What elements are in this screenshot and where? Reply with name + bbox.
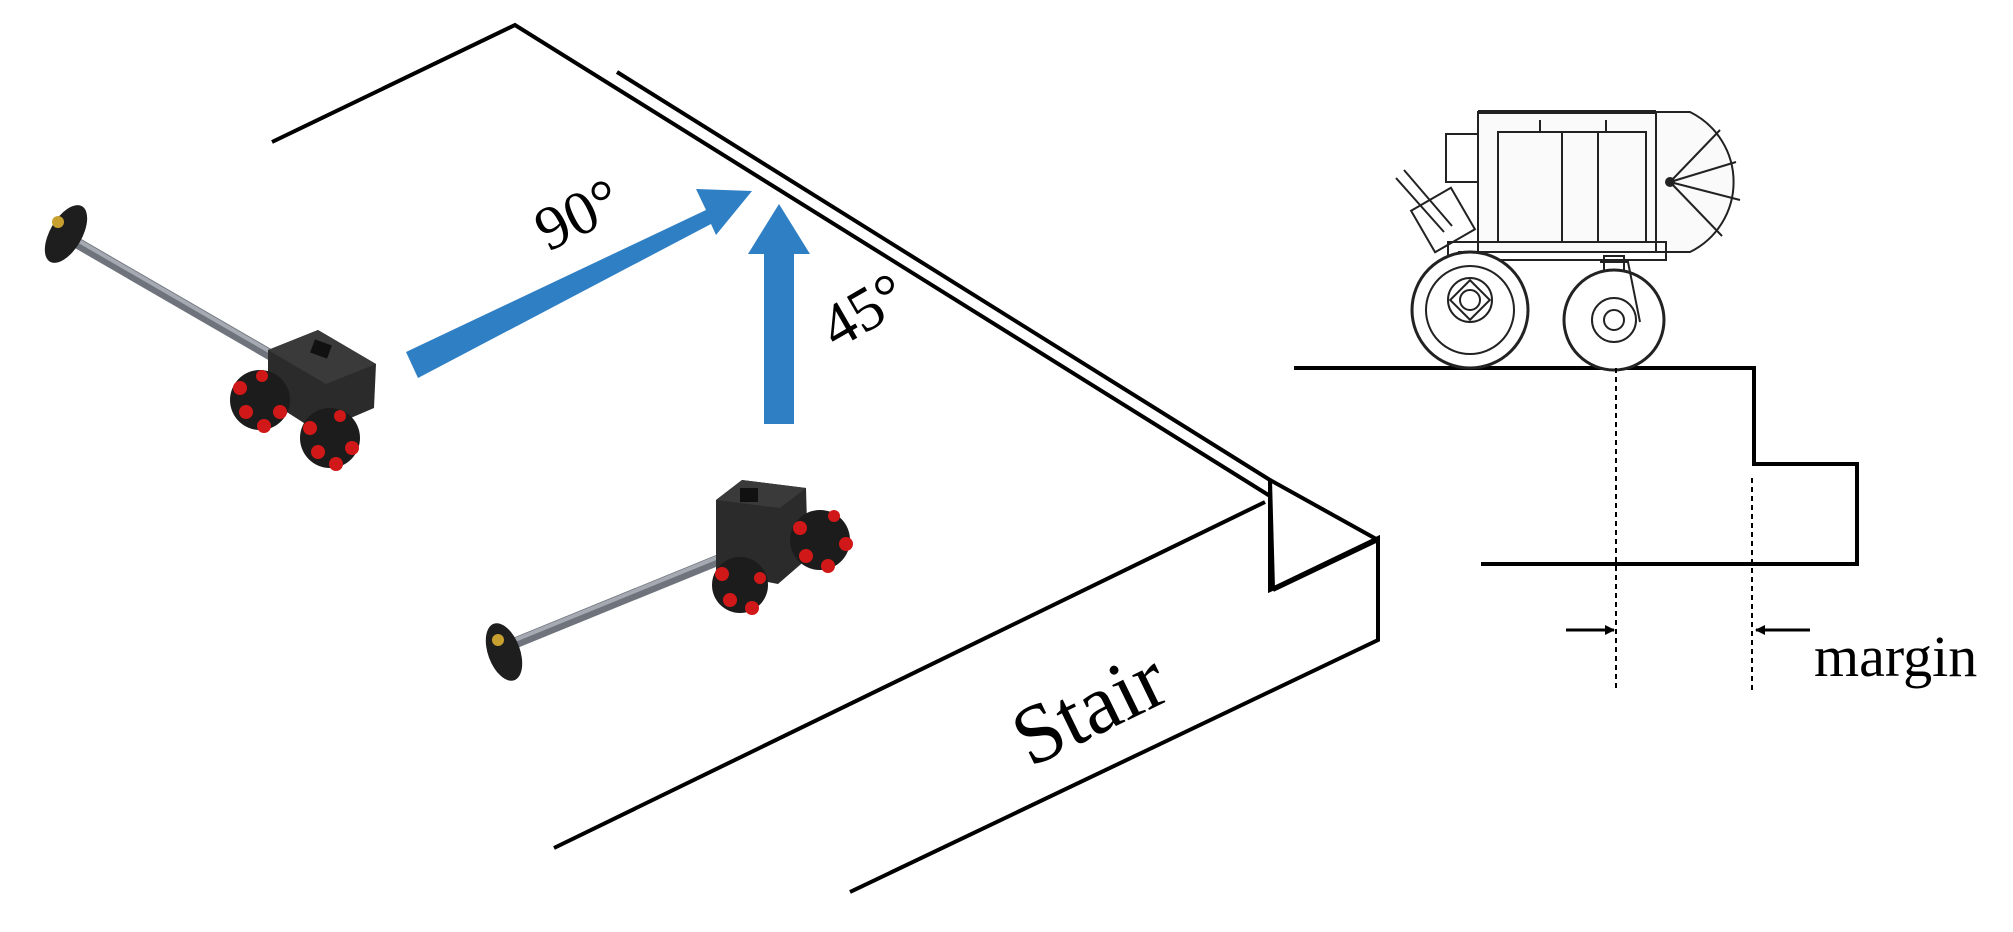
stair-perspective [271, 22, 1380, 894]
wheelchair-robot-side-view-icon [1395, 110, 1741, 372]
approach-arrow-45 [748, 204, 810, 424]
angle-45-label: 45° [809, 260, 918, 362]
angle-90-label: 90° [524, 165, 632, 264]
stair-side-profile [1294, 366, 1859, 566]
approach-arrow-90 [406, 189, 752, 378]
stair-label: Stair [998, 632, 1181, 785]
margin-label: margin [1814, 624, 1977, 689]
margin-guides [1615, 368, 1753, 690]
omni-wheel-robot-icon [485, 480, 853, 681]
omni-wheel-robot-icon [44, 205, 376, 471]
